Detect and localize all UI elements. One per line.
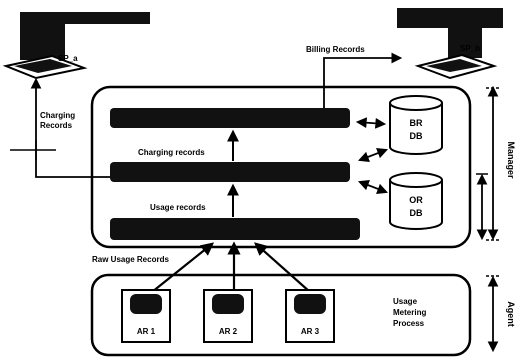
label-usage-records: Usage records	[150, 203, 206, 212]
agent-side-label: Agent	[506, 301, 516, 327]
agent-bracket	[486, 276, 500, 350]
label-charging-records: Charging records	[138, 148, 205, 157]
or-db-label-2: DB	[410, 208, 423, 218]
sp-a-label: SP_a	[58, 54, 78, 63]
usage-process-bar	[110, 218, 360, 240]
arrow-charging-or	[360, 182, 386, 192]
label-charging-records-side-1: Charging	[40, 111, 75, 120]
label-charging-records-side-2: Records	[40, 121, 73, 130]
ar-2-label: AR 2	[219, 327, 238, 336]
br-db: BR DB	[390, 96, 442, 154]
process-label-3: Process	[393, 319, 425, 328]
or-db: OR DB	[390, 173, 442, 229]
billing-process-bar	[110, 108, 350, 128]
ar-3: AR 3	[286, 290, 334, 342]
br-db-label-1: BR	[410, 118, 423, 128]
charging-process-bar	[110, 162, 350, 182]
sp-b-terminal: SP_b	[397, 8, 503, 78]
br-db-label-2: DB	[410, 131, 423, 141]
manager-side-label: Manager	[506, 141, 516, 179]
or-db-label-1: OR	[409, 195, 423, 205]
arrow-ar1-to-usage	[152, 244, 212, 292]
manager-sub-bracket	[476, 174, 488, 238]
arrow-billing-br	[358, 122, 384, 124]
process-label-1: Usage	[393, 297, 418, 306]
sp-b-label: SP_b	[460, 44, 480, 53]
sp-a-terminal: SP_a	[6, 12, 150, 78]
label-billing-records: Billing Records	[306, 45, 365, 54]
label-raw-usage-records: Raw Usage Records	[92, 255, 169, 264]
manager-bracket	[486, 88, 500, 240]
arrow-billing-records	[324, 58, 400, 108]
ar-2: AR 2	[204, 290, 252, 342]
ar-3-label: AR 3	[301, 327, 320, 336]
arrow-ar3-to-usage	[256, 244, 310, 292]
ar-1: AR 1	[122, 290, 170, 342]
ar-1-label: AR 1	[137, 327, 156, 336]
arrow-charging-br	[360, 150, 386, 160]
process-label-2: Metering	[393, 308, 426, 317]
